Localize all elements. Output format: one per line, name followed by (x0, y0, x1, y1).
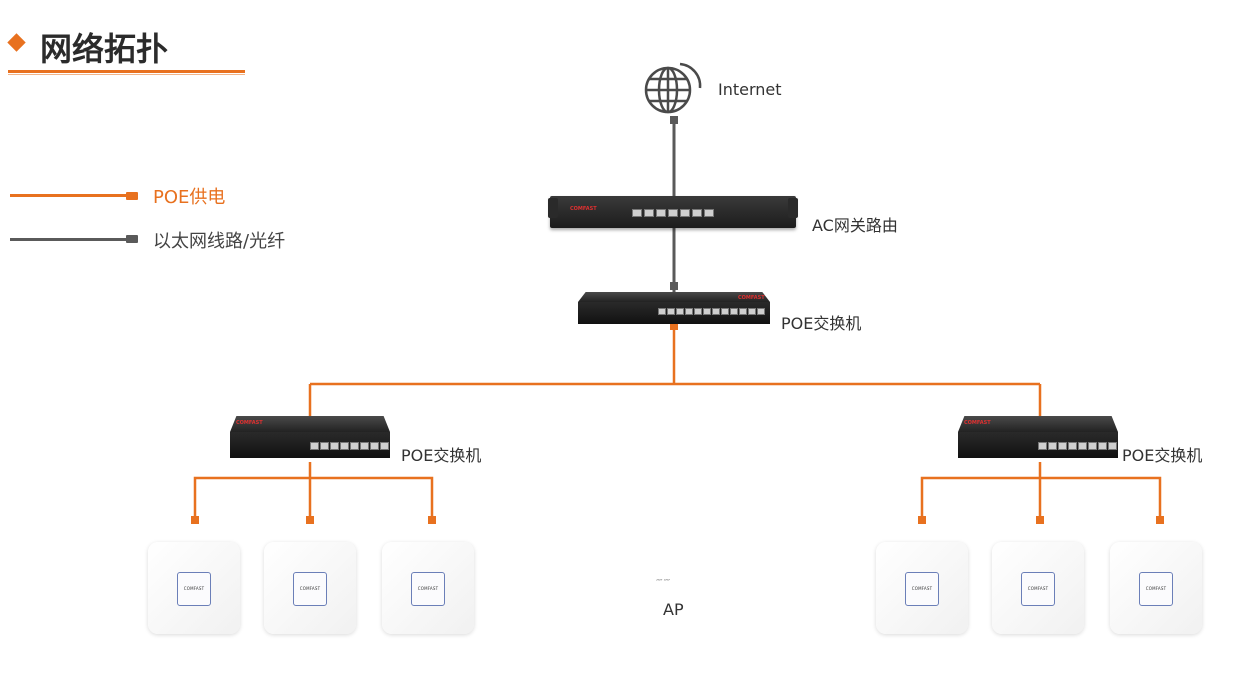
connector-internet-icon (670, 116, 678, 124)
link-right-switch-aps (920, 462, 1162, 520)
legend-poe-plug-icon (126, 192, 138, 200)
legend-ethernet-plug-icon (126, 235, 138, 243)
ap-device: COMFAST (876, 542, 968, 634)
ap-device: COMFAST (992, 542, 1084, 634)
ac-router-device: COMFAST (548, 196, 798, 228)
ap-logo: COMFAST (1139, 572, 1173, 606)
wifi-signal-icon: ⁗⁗ (656, 578, 672, 589)
legend-poe-label: POE供电 (153, 187, 226, 208)
ap-logo: COMFAST (411, 572, 445, 606)
left-switch-label: POE交换机 (401, 446, 482, 465)
left-switch-brand: COMFAST (236, 420, 263, 426)
core-poe-switch-device: COMFAST (578, 292, 770, 326)
core-switch-brand: COMFAST (738, 295, 765, 301)
legend-ethernet-line (10, 238, 128, 241)
globe-icon (644, 62, 702, 114)
ap-logo: COMFAST (293, 572, 327, 606)
title-underline (8, 70, 245, 73)
legend-ethernet-label: 以太网线路/光纤 (153, 231, 286, 252)
core-switch-label: POE交换机 (781, 314, 862, 333)
title-underline-light (8, 74, 245, 75)
connector-router-icon (670, 282, 678, 290)
right-poe-switch-device: COMFAST (958, 416, 1118, 460)
left-poe-switch-device: COMFAST (230, 416, 390, 460)
internet-label: Internet (718, 80, 782, 99)
right-switch-label: POE交换机 (1122, 446, 1203, 465)
ap-device: COMFAST (264, 542, 356, 634)
ap-logo: COMFAST (177, 572, 211, 606)
link-core-to-distribution (308, 327, 1042, 416)
router-label: AC网关路由 (812, 216, 898, 235)
ap-device: COMFAST (1110, 542, 1202, 634)
page-title: 网络拓扑 (40, 30, 169, 68)
right-switch-brand: COMFAST (964, 420, 991, 426)
ap-device: COMFAST (382, 542, 474, 634)
link-left-switch-aps (193, 462, 434, 520)
ap-logo: COMFAST (905, 572, 939, 606)
ap-logo: COMFAST (1021, 572, 1055, 606)
router-ports (632, 209, 714, 217)
legend-poe-line (10, 194, 128, 197)
poe-connectors (191, 322, 1164, 524)
router-brand: COMFAST (570, 206, 597, 212)
ap-device: COMFAST (148, 542, 240, 634)
ap-label: AP (663, 600, 684, 619)
